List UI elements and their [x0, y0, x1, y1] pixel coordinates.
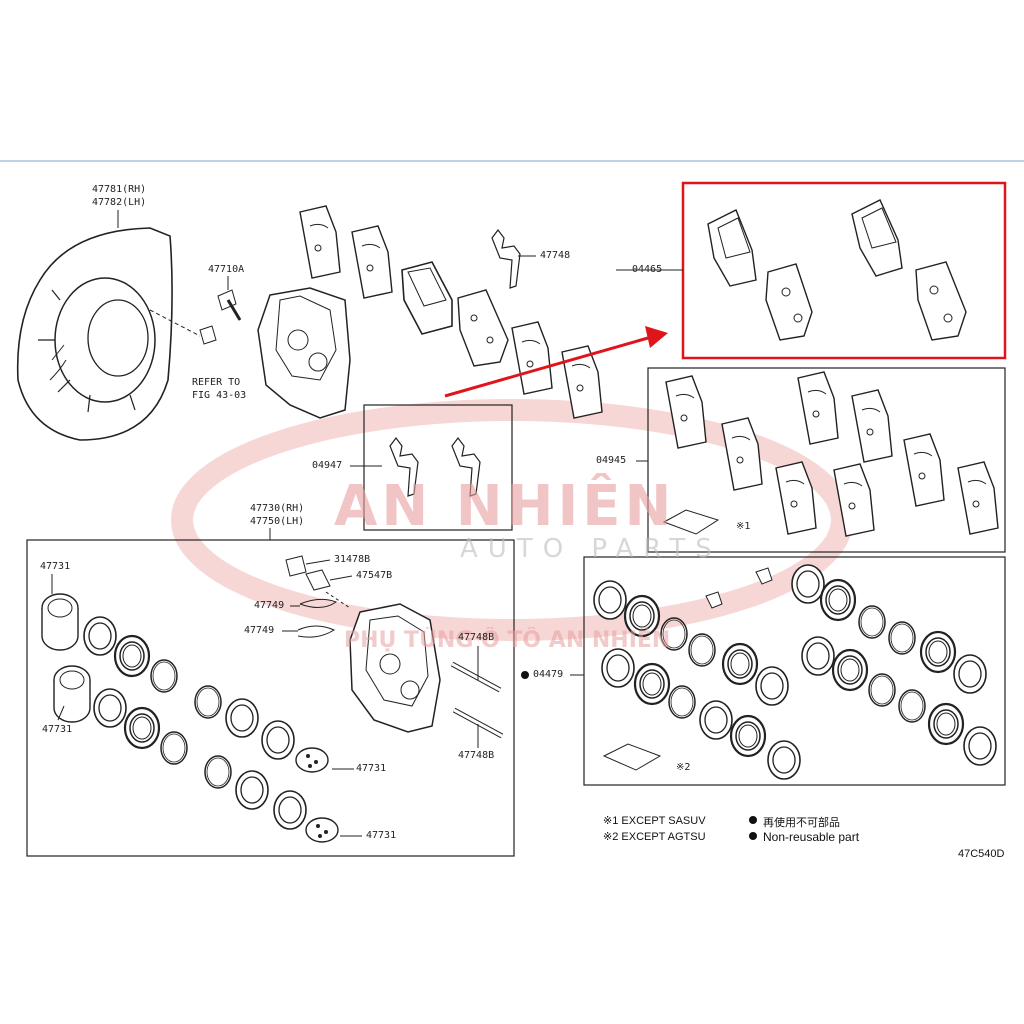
legend-nonreuse-en: Non-reusable part	[763, 830, 860, 844]
label-mark-2: ※2	[676, 762, 691, 773]
label-pin-clip-1: 47749	[254, 600, 285, 611]
label-caliper-rh: 47730(RH)	[250, 503, 305, 514]
label-cap: 31478B	[334, 554, 371, 565]
top-border-line	[0, 160, 1024, 162]
brake-pad-top	[401, 261, 453, 335]
label-shield-lh: 47782(LH)	[92, 197, 147, 208]
label-shield-rh: 47781(RH)	[92, 184, 147, 195]
diagram-code: 47C540D	[958, 848, 1005, 860]
label-pin-1: 47748B	[458, 632, 495, 643]
label-piston-1: 47731	[40, 561, 71, 572]
grease-packet-2	[602, 743, 662, 771]
label-seal-kit: 04479	[533, 669, 564, 680]
bolt	[149, 276, 242, 345]
grease-packet-1	[662, 509, 720, 535]
label-pin-2: 47748B	[458, 750, 495, 761]
pad-kit-items	[707, 199, 967, 341]
shim-kit-box	[647, 367, 1006, 553]
seal-kit-box	[583, 556, 1006, 786]
label-refer-2: FIG 43-03	[192, 390, 247, 401]
label-bleeder: 47547B	[356, 570, 393, 581]
legend-note-1: ※1 EXCEPT SASUV	[603, 815, 706, 827]
piston-small-2	[305, 817, 339, 843]
label-mark-1: ※1	[736, 521, 751, 532]
piston-small-1	[295, 747, 329, 773]
label-refer-1: REFER TO	[192, 377, 241, 388]
clip-kit-box	[363, 404, 513, 531]
nonreusable-dot	[521, 671, 529, 679]
label-shim-kit: 04945	[596, 455, 627, 466]
label-pad-kit: 04465	[632, 264, 663, 275]
label-piston-2: 47731	[42, 724, 73, 735]
watermark-tagline: PHỤ TÙNG Ô TÔ AN NHIÊN	[344, 628, 671, 653]
highlight-arrow	[444, 326, 668, 398]
label-caliper-lh: 47750(LH)	[250, 516, 305, 527]
label-bolt: 47710A	[208, 264, 245, 275]
legend-nonreuse-jp: 再使用不可部品	[763, 817, 840, 829]
caliper-lower	[349, 603, 441, 733]
disc-shield	[16, 227, 173, 441]
label-clip-kit: 04947	[312, 460, 343, 471]
label-piston-4: 47731	[366, 830, 397, 841]
label-pin-clip-2: 47749	[244, 625, 275, 636]
label-piston-3: 47731	[356, 763, 387, 774]
label-spring: 47748	[540, 250, 571, 261]
shim-top-holes	[457, 289, 509, 367]
watermark-sub: AUTO PARTS	[460, 534, 722, 564]
watermark-brand: AN NHIÊN	[334, 474, 676, 539]
caliper-top	[257, 287, 351, 419]
legend-note-2: ※2 EXCEPT AGTSU	[603, 831, 706, 843]
